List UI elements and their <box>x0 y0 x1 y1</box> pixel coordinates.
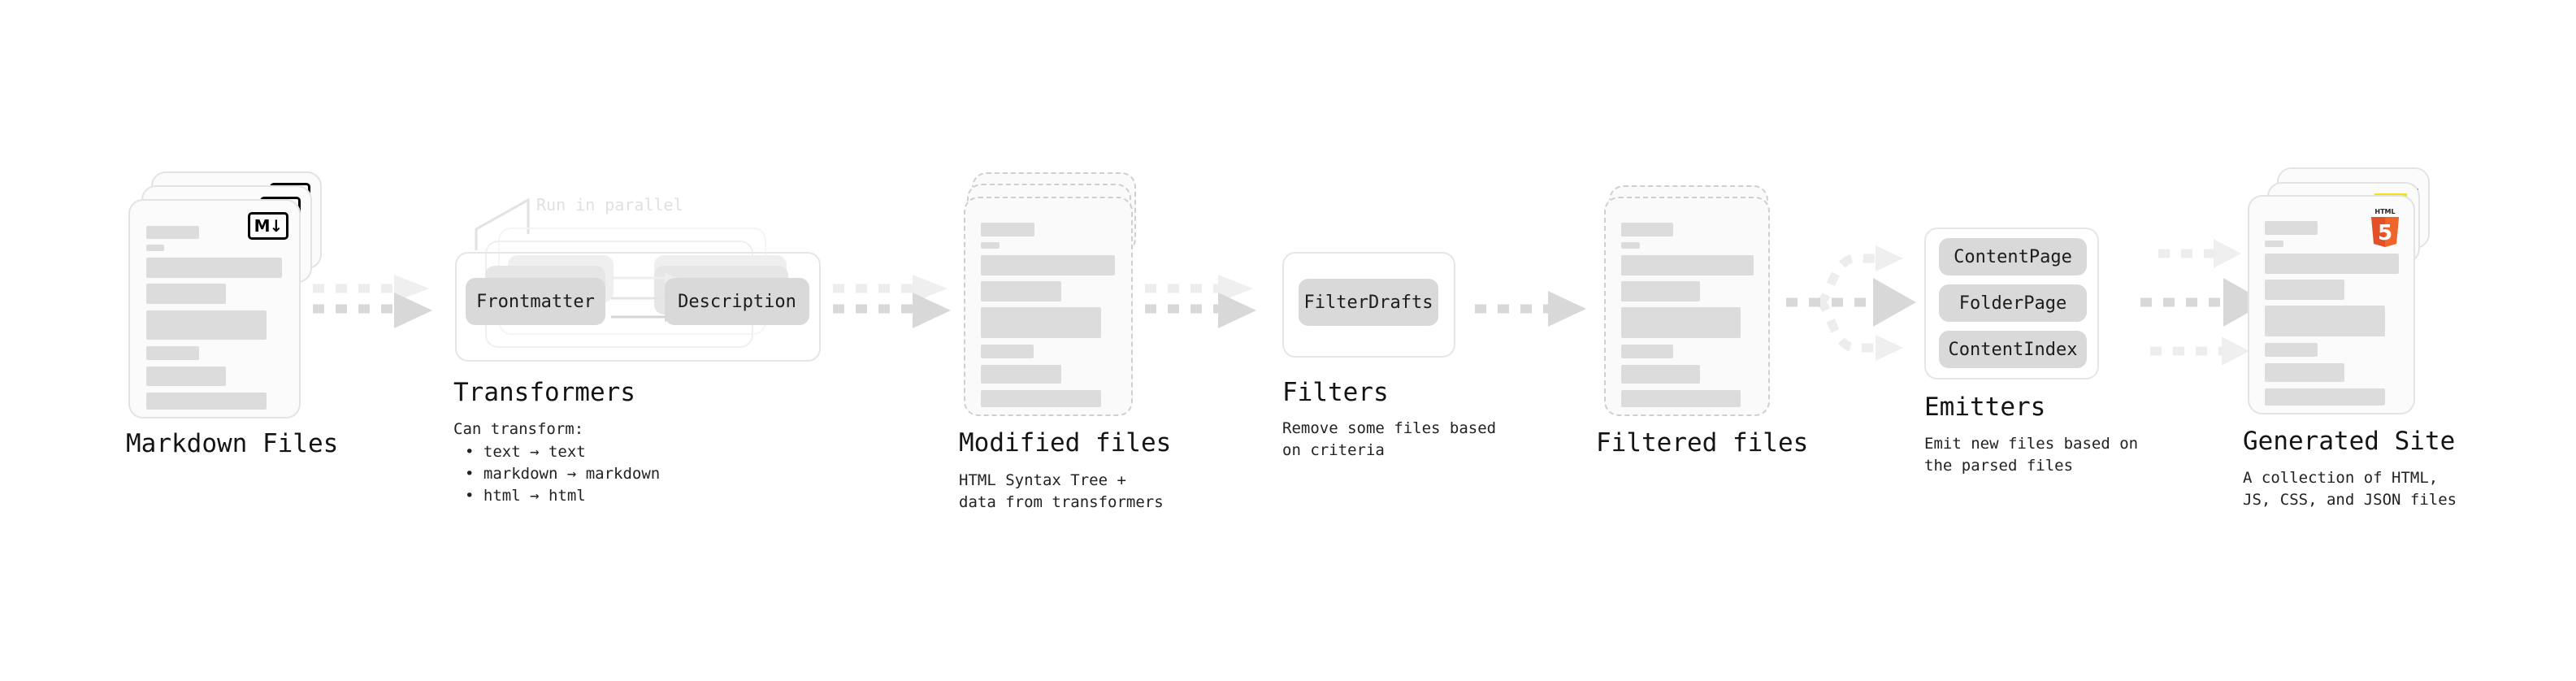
skeleton-line <box>2265 363 2344 382</box>
arrow-filtered-to-emitters <box>1786 245 1916 361</box>
skeleton-line <box>146 258 282 278</box>
skeleton-line <box>1621 307 1741 338</box>
transformers-group-front <box>455 252 821 362</box>
transformer-chip-frontmatter[interactable]: Frontmatter <box>466 278 605 325</box>
generated-site-title: Generated Site <box>2243 427 2456 456</box>
skeleton-line <box>981 223 1034 236</box>
skeleton-line <box>981 365 1061 384</box>
skeleton-line <box>1621 281 1700 301</box>
arrow-markdown-to-transformers <box>313 275 432 328</box>
filtered-files-title: Filtered files <box>1596 428 1809 458</box>
skeleton-line <box>981 345 1034 358</box>
generated-site-subtitle-1: JS, CSS, and JSON files <box>2243 491 2457 509</box>
skeleton-line <box>1621 390 1741 407</box>
site-card-front: HTML 5 <box>2248 195 2415 414</box>
parallel-leader-line <box>475 197 530 250</box>
skeleton-line <box>146 367 226 386</box>
transformers-bullet-0: • text → text <box>465 443 586 461</box>
generated-site-subtitle-0: A collection of HTML, <box>2243 469 2439 487</box>
skeleton-line <box>1621 223 1673 236</box>
skeleton-line <box>2265 343 2318 357</box>
filtered-card-front <box>1604 197 1770 416</box>
markdown-card-front: M↓ <box>128 199 301 419</box>
skeleton-line <box>1621 255 1754 275</box>
markdown-badge: M↓ <box>248 212 288 240</box>
svg-text:5: 5 <box>2378 221 2392 245</box>
modified-files-subtitle-1: data from transformers <box>959 493 1164 511</box>
skeleton-line <box>981 307 1101 338</box>
transformers-subtitle: Can transform: <box>453 420 584 438</box>
arrow-filters-to-filtered <box>1475 291 1586 327</box>
skeleton-line <box>981 242 1000 249</box>
filters-subtitle-0: Remove some files based <box>1282 419 1497 437</box>
skeleton-line <box>146 310 267 340</box>
skeleton-line <box>146 284 226 304</box>
transformer-chip-description[interactable]: Description <box>665 278 809 325</box>
skeleton-line <box>2265 280 2344 300</box>
skeleton-line <box>146 346 199 360</box>
emitter-chip-contentindex[interactable]: ContentIndex <box>1939 331 2087 368</box>
emitters-group <box>1924 228 2099 380</box>
markdown-files-title: Markdown Files <box>126 429 339 458</box>
skeleton-line <box>146 393 267 410</box>
emitters-title: Emitters <box>1924 393 2046 422</box>
arrow-modified-to-filters <box>1145 275 1256 328</box>
transformers-bullet-1: • markdown → markdown <box>465 465 661 483</box>
modified-files-subtitle-0: HTML Syntax Tree + <box>959 471 1126 489</box>
arrow-emitters-to-site <box>2140 239 2266 366</box>
skeleton-line <box>146 226 199 239</box>
skeleton-line <box>2265 241 2283 247</box>
skeleton-line <box>981 255 1115 275</box>
skeleton-line <box>2265 221 2318 235</box>
transformers-title: Transformers <box>453 378 635 407</box>
arrow-transformers-to-modified <box>833 275 951 328</box>
emitter-chip-folderpage[interactable]: FolderPage <box>1939 284 2087 322</box>
transformers-bullet-2: • html → html <box>465 487 586 505</box>
skeleton-line <box>2265 388 2385 406</box>
run-in-parallel-label: Run in parallel <box>536 195 683 215</box>
skeleton-line <box>1621 365 1700 384</box>
filters-title: Filters <box>1282 378 1389 407</box>
filters-subtitle-1: on criteria <box>1282 441 1385 459</box>
skeleton-line <box>2265 254 2399 274</box>
skeleton-line <box>981 281 1061 301</box>
modified-files-title: Modified files <box>959 428 1172 458</box>
filter-chip-filterdrafts[interactable]: FilterDrafts <box>1299 279 1438 326</box>
skeleton-line <box>2265 306 2385 336</box>
svg-text:HTML: HTML <box>2374 208 2395 215</box>
emitter-chip-contentpage[interactable]: ContentPage <box>1939 238 2087 275</box>
skeleton-line <box>981 390 1101 407</box>
emitters-subtitle-0: Emit new files based on <box>1924 435 2139 453</box>
html5-badge: HTML 5 <box>2371 208 2399 247</box>
modified-card-front <box>964 197 1133 416</box>
skeleton-line <box>146 245 164 251</box>
skeleton-line <box>1621 242 1640 249</box>
emitters-subtitle-1: the parsed files <box>1924 457 2074 475</box>
filters-group <box>1282 252 1455 358</box>
skeleton-line <box>1621 345 1673 358</box>
